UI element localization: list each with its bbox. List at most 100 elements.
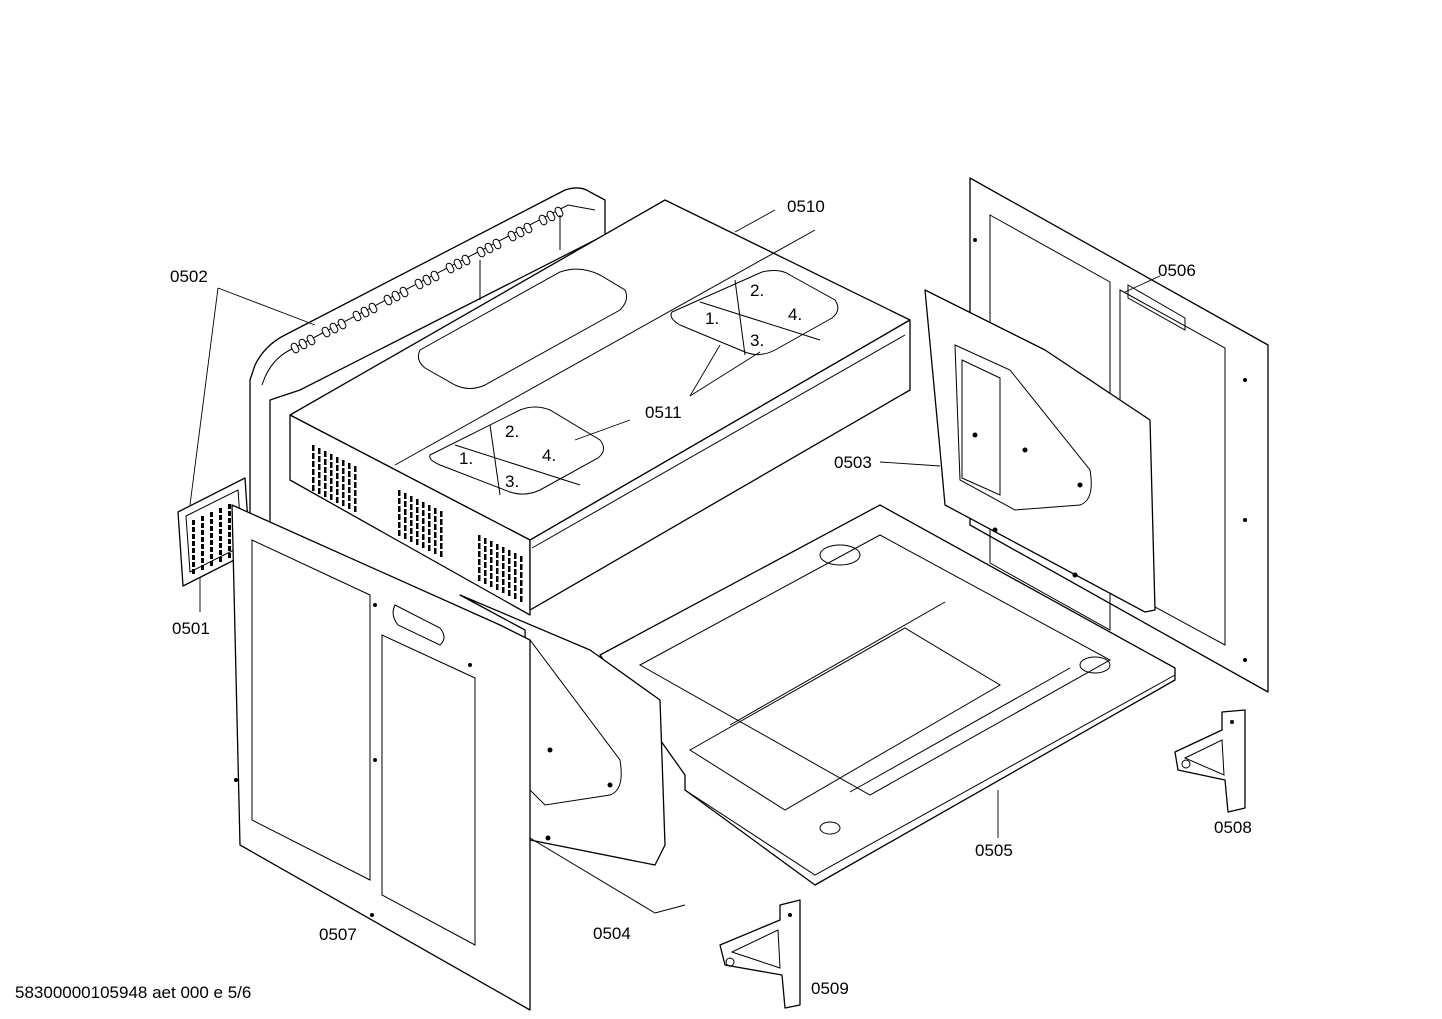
vent-hole [228, 546, 231, 551]
cover-vent-hole [342, 476, 345, 482]
vent-hole [219, 529, 222, 534]
cover-vent-hole [440, 527, 443, 533]
cover-vent-hole [342, 460, 345, 466]
frame-slot [476, 246, 486, 258]
cover-vent-hole [416, 507, 419, 513]
cover-vent-hole [354, 482, 357, 488]
cover-vent-hole [342, 500, 345, 506]
cover-vent-hole [398, 490, 401, 496]
vent-hole [228, 553, 231, 558]
cover-vent-hole [496, 568, 499, 574]
assembly-step-labels: 1. 2. 3. 4. 1. 2. 3. 4. [459, 281, 802, 491]
cover-vent-hole [398, 514, 401, 520]
frame-slot [538, 214, 548, 226]
callout-0507: 0507 [319, 925, 357, 944]
cover-vent-hole [434, 516, 437, 522]
vent-hole [201, 537, 204, 542]
upper-step-3: 3. [750, 331, 764, 350]
cover-vent-hole [428, 505, 431, 511]
cover-vent-hole [496, 544, 499, 550]
cover-vent-hole [348, 471, 351, 477]
cover-vent-hole [428, 529, 431, 535]
vent-hole [219, 550, 222, 555]
cover-vent-hole [496, 584, 499, 590]
frame-slot [523, 222, 533, 234]
cover-vent-hole [410, 512, 413, 518]
frame-slot [445, 262, 455, 274]
cover-vent-hole [410, 528, 413, 534]
cover-vent-hole [422, 510, 425, 516]
frame-slot [484, 242, 494, 254]
cover-vent-hole [342, 468, 345, 474]
part-0505-bottom-pan [599, 504, 1176, 886]
cover-vent-hole [312, 461, 315, 467]
cover-vent-hole [520, 588, 523, 594]
cover-vent-hole [404, 517, 407, 523]
frame-slot [306, 334, 316, 346]
cover-vent-hole [520, 596, 523, 602]
vent-hole [219, 522, 222, 527]
cover-vent-hole [478, 543, 481, 549]
cover-vent-hole [422, 534, 425, 540]
cover-vent-hole [318, 480, 321, 486]
vent-hole [192, 534, 195, 539]
cover-vent-hole [508, 566, 511, 572]
cover-vent-hole [410, 496, 413, 502]
cover-vent-hole [404, 493, 407, 499]
cover-vent-hole [520, 580, 523, 586]
vent-hole [210, 512, 213, 517]
cover-vent-hole [502, 547, 505, 553]
cover-vent-hole [514, 593, 517, 599]
vent-hole [210, 526, 213, 531]
frame-slot [507, 230, 517, 242]
lower-step-2: 2. [505, 422, 519, 441]
cover-vent-hole [330, 470, 333, 476]
part-0510-top-cover [289, 199, 911, 616]
cover-vent-hole [354, 474, 357, 480]
cover-vent-hole [490, 549, 493, 555]
cover-vent-hole [478, 559, 481, 565]
cover-vent-hole [422, 502, 425, 508]
vent-hole [201, 551, 204, 556]
cover-vent-hole [312, 477, 315, 483]
cover-vent-hole [440, 511, 443, 517]
cover-vent-hole [484, 578, 487, 584]
vent-hole [219, 536, 222, 541]
cover-vent-hole [354, 498, 357, 504]
frame-slot [383, 294, 393, 306]
cover-vent-hole [428, 513, 431, 519]
part-0503-right-liner [924, 289, 1156, 613]
lower-step-1: 1. [459, 449, 473, 468]
document-footer: 58300000105948 aet 000 e 5/6 [15, 983, 251, 1002]
cover-vent-hole [330, 486, 333, 492]
vent-hole [228, 532, 231, 537]
callout-0511: 0511 [645, 403, 682, 422]
lower-step-4: 4. [542, 446, 556, 465]
vent-hole [228, 504, 231, 509]
cover-vent-hole [336, 457, 339, 463]
cover-vent-hole [348, 495, 351, 501]
cover-vent-hole [422, 518, 425, 524]
frame-slot [368, 302, 378, 314]
cover-vent-hole [348, 487, 351, 493]
part-0508-bracket [1174, 709, 1246, 813]
cover-vent-hole [330, 462, 333, 468]
cover-vent-hole [514, 553, 517, 559]
frame-slot [399, 286, 409, 298]
cover-front-vents [312, 445, 523, 602]
cover-vent-hole [324, 467, 327, 473]
upper-step-1: 1. [705, 309, 719, 328]
cover-vent-hole [434, 532, 437, 538]
part-0507-front-frame [231, 504, 531, 1011]
vent-hole [192, 520, 195, 525]
frame-slot [492, 238, 502, 250]
cover-vent-hole [318, 488, 321, 494]
cover-vent-hole [330, 478, 333, 484]
cover-vent-hole [324, 491, 327, 497]
upper-step-4: 4. [788, 305, 802, 324]
frame-slot [321, 326, 331, 338]
cover-vent-hole [484, 562, 487, 568]
cover-vent-hole [484, 538, 487, 544]
vent-hole [201, 544, 204, 549]
